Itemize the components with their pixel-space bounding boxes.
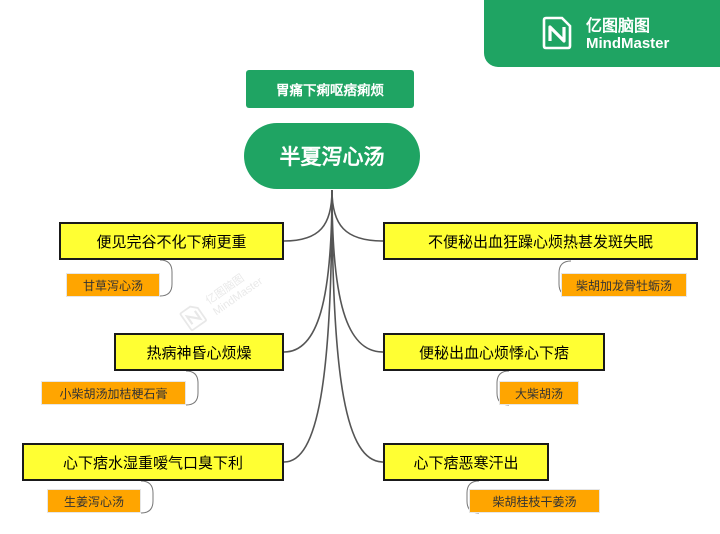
- branch-right-1[interactable]: 不便秘出血狂躁心烦热甚发斑失眠: [383, 222, 698, 260]
- brand-name-en: MindMaster: [586, 35, 670, 52]
- leaf-left-3[interactable]: 生姜泻心汤: [47, 489, 141, 513]
- leaf-left-2[interactable]: 小柴胡汤加桔梗石膏: [41, 381, 186, 405]
- leaf-right-1[interactable]: 柴胡加龙骨牡蛎汤: [561, 273, 687, 297]
- leaf-right-2[interactable]: 大柴胡汤: [499, 381, 579, 405]
- branch-left-2[interactable]: 热病神昏心烦燥: [114, 333, 284, 371]
- connector-left-3: [283, 189, 333, 463]
- topic-tag[interactable]: 胃痛下痢呕痞痢烦: [246, 70, 414, 108]
- branch-right-2[interactable]: 便秘出血心烦悸心下痞: [383, 333, 605, 371]
- connector-right-3: [331, 189, 384, 463]
- branch-left-1[interactable]: 便见完谷不化下痢更重: [59, 222, 284, 260]
- connector-left-1: [283, 189, 333, 242]
- connector-right-1: [331, 189, 384, 242]
- root-topic[interactable]: 半夏泻心汤: [244, 123, 420, 189]
- leaf-left-1[interactable]: 甘草泻心汤: [66, 273, 160, 297]
- leaf-connector-left-3: [140, 480, 154, 514]
- branch-right-3[interactable]: 心下痞恶寒汗出: [383, 443, 549, 481]
- branch-left-3[interactable]: 心下痞水湿重嗳气口臭下利: [22, 443, 284, 481]
- mindmaster-logo-icon: [542, 16, 572, 50]
- brand-name-cn: 亿图脑图: [586, 16, 651, 35]
- connector-left-2: [283, 189, 333, 353]
- connector-right-2: [331, 189, 384, 353]
- brand-banner: 亿图脑图 MindMaster: [484, 0, 720, 67]
- leaf-right-3[interactable]: 柴胡桂枝干姜汤: [469, 489, 600, 513]
- leaf-connector-left-2: [185, 370, 199, 406]
- leaf-connector-left-1: [159, 259, 173, 297]
